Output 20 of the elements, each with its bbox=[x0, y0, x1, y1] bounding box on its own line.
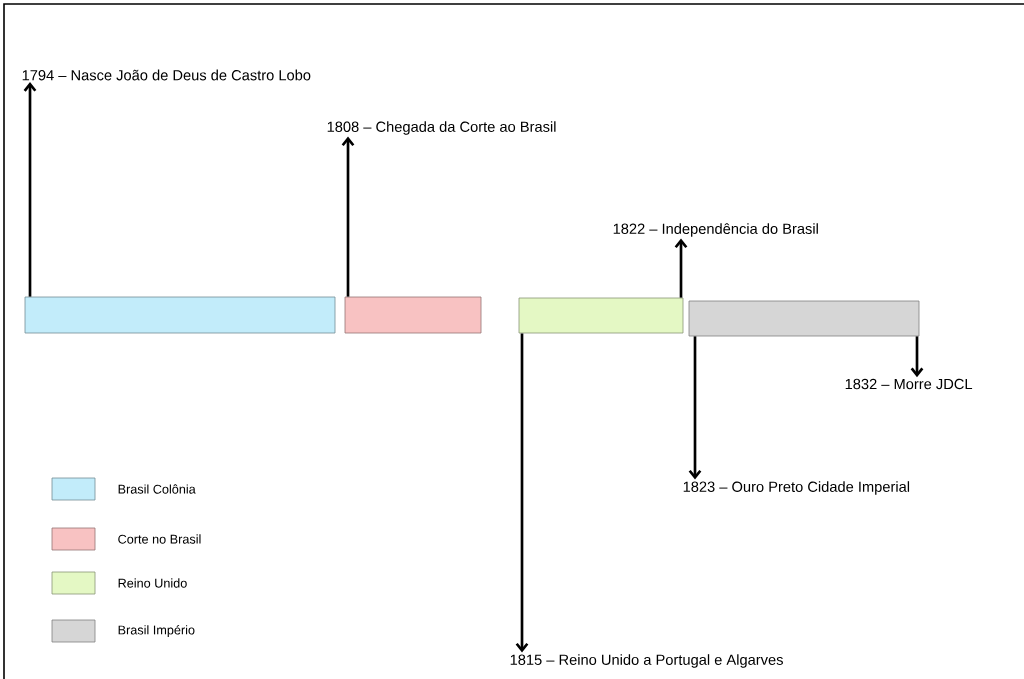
period-bar bbox=[518, 297, 684, 334]
event-label: 1794 – Nasce João de Deus de Castro Lobo bbox=[22, 69, 311, 81]
event-label: 1823 – Ouro Preto Cidade Imperial bbox=[683, 481, 910, 495]
event-label: 1808 – Chegada da Corte ao Brasil bbox=[327, 121, 556, 135]
arrow bbox=[23, 82, 37, 297]
arrow bbox=[910, 336, 924, 378]
arrow bbox=[688, 336, 702, 480]
legend-label: Brasil Colônia bbox=[118, 484, 196, 494]
arrow bbox=[515, 333, 529, 653]
period-bar bbox=[24, 296, 336, 334]
legend-label: Brasil Império bbox=[118, 625, 195, 637]
arrow bbox=[341, 136, 355, 297]
event-label: 1822 – Independência do Brasil bbox=[613, 223, 818, 237]
legend-label: Reino Unido bbox=[118, 578, 187, 588]
event-label: 1832 – Morre JDCL bbox=[845, 378, 973, 390]
period-bar bbox=[344, 296, 482, 334]
legend-label: Corte no Brasil bbox=[118, 534, 201, 544]
period-bar bbox=[688, 300, 920, 337]
arrow bbox=[674, 238, 688, 298]
event-label: 1815 – Reino Unido a Portugal e Algarves bbox=[510, 654, 783, 668]
